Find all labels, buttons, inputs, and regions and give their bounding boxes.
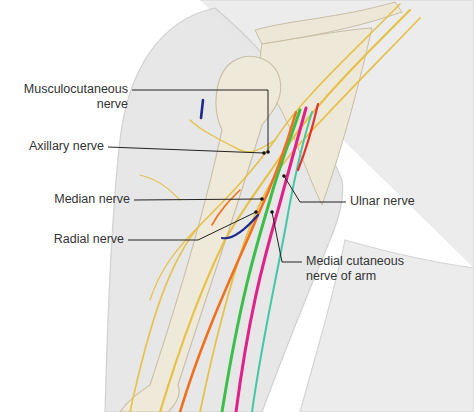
nerve-label: Median nerve xyxy=(6,192,130,207)
nerve-label: Musculocutaneous nerve xyxy=(6,82,128,112)
humerus-bone xyxy=(120,56,281,412)
nerve-label: Medial cutaneous nerve of arm xyxy=(306,254,418,284)
nerve-label: Axillary nerve xyxy=(6,139,104,154)
nerve-label: Ulnar nerve xyxy=(350,194,468,209)
leader-dots xyxy=(254,150,286,214)
leader-lines xyxy=(108,90,346,262)
nerve-label: Radial nerve xyxy=(6,232,124,247)
